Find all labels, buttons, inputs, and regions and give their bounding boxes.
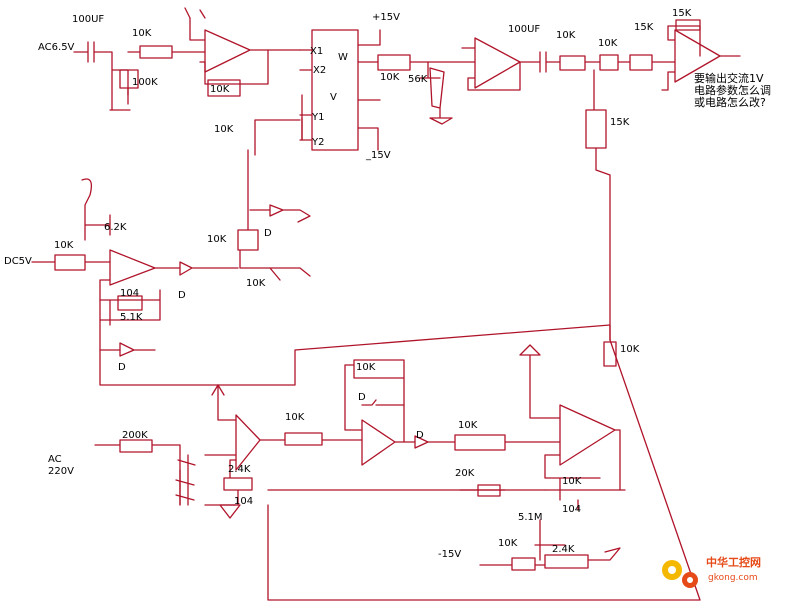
label-r-bot-10k-b: 10K bbox=[458, 420, 478, 431]
label-mult-y1: Y1 bbox=[311, 112, 324, 123]
label-d3: D bbox=[118, 362, 126, 373]
label-c-top-100uf: 100UF bbox=[72, 14, 104, 25]
label-r-bot-10k: 10K bbox=[285, 412, 305, 423]
label-d5: D bbox=[416, 430, 424, 441]
label-r-out-15k-v: 15K bbox=[610, 117, 630, 128]
label-r-top-100k: 100K bbox=[132, 77, 158, 88]
label-r-d-10k: 10K bbox=[207, 234, 227, 245]
label-r-out-15k-a: 15K bbox=[634, 22, 654, 33]
multiplier-output bbox=[357, 54, 476, 125]
question-line-1: 要输出交流1V bbox=[694, 71, 764, 85]
label-r-dc-10k: 10K bbox=[54, 240, 74, 251]
top-input-stage bbox=[73, 7, 301, 111]
label-ac220-1: AC bbox=[48, 454, 62, 465]
label-r-bot-10k-d: 10K bbox=[498, 538, 518, 549]
label-ac65: AC6.5V bbox=[38, 42, 75, 53]
label-r-bot-2-4k: 2.4K bbox=[552, 544, 575, 555]
label-r-right-10k: 10K bbox=[620, 344, 640, 355]
label-c-104-c: 104 bbox=[562, 504, 581, 515]
label-r-d-10k-b: 10K bbox=[246, 278, 266, 289]
label-r-2-4k: 2.4K bbox=[228, 464, 251, 475]
dc5v-stage bbox=[31, 178, 611, 386]
label-ac220-2: 220V bbox=[48, 466, 74, 477]
watermark-site: gkong.com bbox=[708, 573, 758, 583]
label-mult-x1: X1 bbox=[310, 46, 323, 57]
output-stage bbox=[461, 19, 741, 341]
label-r-out-15k-fb: 15K bbox=[672, 8, 692, 19]
label-r-10k-w: 10K bbox=[380, 72, 400, 83]
label-r-5-1k: 5.1K bbox=[120, 312, 143, 323]
label-d1: D bbox=[264, 228, 272, 239]
label-r-out-10k-b: 10K bbox=[598, 38, 618, 49]
label-r-mid-10k: 10K bbox=[214, 124, 234, 135]
question-line-3: 或电路怎么改? bbox=[694, 95, 766, 109]
component-labels: 100UF AC6.5V 10K 100K 10K X1 X2 W V Y1 Y… bbox=[4, 8, 692, 560]
label-mult-v: V bbox=[330, 92, 337, 103]
label-r-56k: 56K bbox=[408, 74, 428, 85]
label-plus15: +15V bbox=[372, 12, 400, 23]
label-minus15: -15V bbox=[438, 549, 461, 560]
label-r-top-10k-a: 10K bbox=[132, 28, 152, 39]
label-c-104-b: 104 bbox=[234, 496, 253, 507]
label-r-bot-10k-c: 10K bbox=[562, 476, 582, 487]
label-mult-w: W bbox=[338, 52, 348, 63]
label-mult-x2: X2 bbox=[313, 65, 326, 76]
label-d4: D bbox=[358, 392, 366, 403]
label-dc5v: DC5V bbox=[4, 256, 32, 267]
label-r-10k-box: 10K bbox=[356, 362, 376, 373]
question-note: 要输出交流1V 电路参数怎么调 或电路怎么改? bbox=[694, 71, 771, 109]
mid-chain bbox=[237, 117, 311, 281]
label-r-out-10k-a: 10K bbox=[556, 30, 576, 41]
label-r-6-2k: 6.2K bbox=[104, 222, 127, 233]
label-minus15-mult: _15V bbox=[365, 150, 391, 161]
label-mult-y2: Y2 bbox=[311, 137, 324, 148]
question-line-2: 电路参数怎么调 bbox=[694, 83, 771, 97]
watermark: 中华工控网 gkong.com bbox=[662, 555, 761, 588]
ac220-stage bbox=[94, 339, 701, 601]
label-r-200k: 200K bbox=[122, 430, 148, 441]
label-d2: D bbox=[178, 290, 186, 301]
label-c-104-a: 104 bbox=[120, 288, 139, 299]
label-r-top-10k-fb: 10K bbox=[210, 84, 230, 95]
label-r-5-1m: 5.1M bbox=[518, 512, 543, 523]
label-r-20k: 20K bbox=[455, 468, 475, 479]
watermark-brand: 中华工控网 bbox=[706, 555, 761, 569]
label-c-100uf-out: 100UF bbox=[508, 24, 540, 35]
